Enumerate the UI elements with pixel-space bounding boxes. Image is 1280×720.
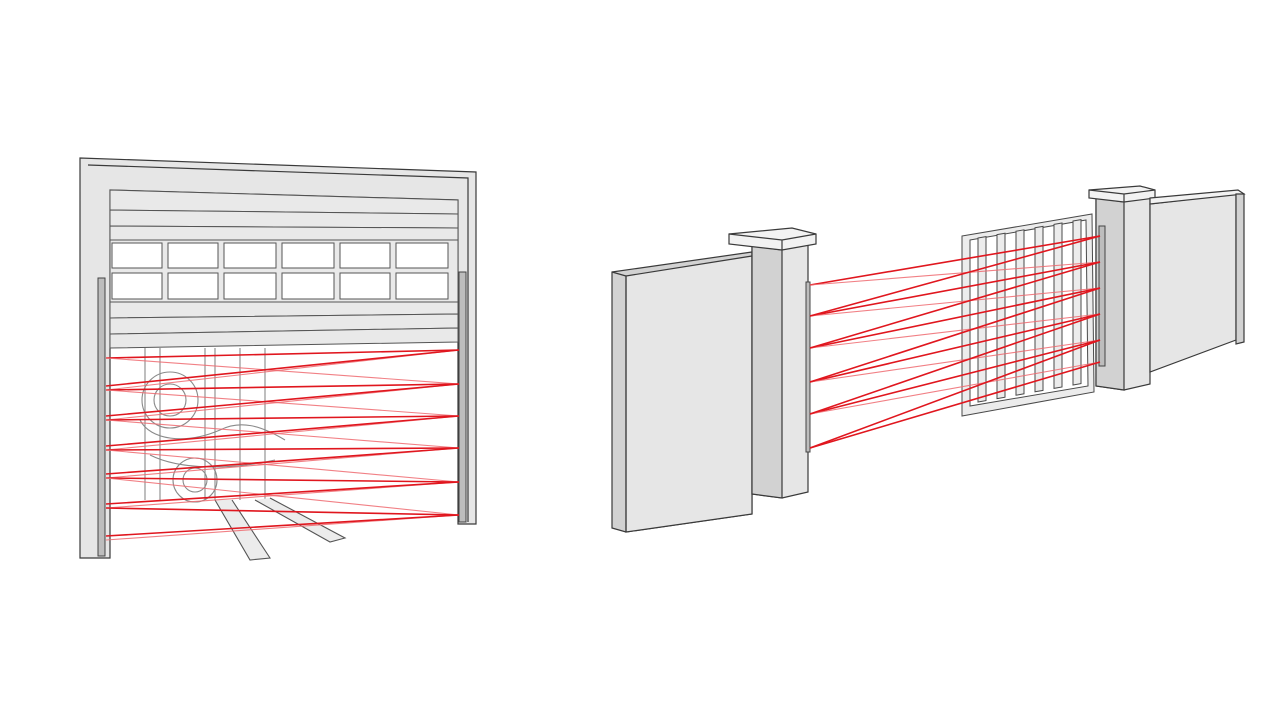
light-beam xyxy=(809,313,1101,349)
sliding-gate xyxy=(961,213,1095,417)
light-beam xyxy=(809,339,1101,449)
light-beam xyxy=(105,383,460,417)
left-sensor-post xyxy=(97,277,106,557)
light-beam xyxy=(809,235,1101,317)
light-beam xyxy=(809,261,1101,317)
light-beam xyxy=(809,313,1101,383)
door-windows xyxy=(111,242,449,300)
light-beam xyxy=(105,389,460,417)
light-beam xyxy=(105,383,460,391)
light-beam xyxy=(105,349,460,387)
light-beam xyxy=(809,287,1101,317)
roller-door-slats xyxy=(109,189,459,349)
light-beam xyxy=(105,447,460,475)
light-beam xyxy=(105,449,460,483)
light-beam xyxy=(105,415,460,421)
right-sensor-post xyxy=(458,271,467,523)
light-beam xyxy=(809,313,1101,415)
gate-bar xyxy=(1053,222,1063,389)
light-beam xyxy=(105,419,460,449)
light-beam xyxy=(809,339,1101,415)
right-wall xyxy=(1149,189,1246,373)
gate-transmitter-post xyxy=(805,281,811,453)
light-beam xyxy=(809,361,1101,415)
gate-light-beams xyxy=(809,235,1101,449)
light-beam xyxy=(105,477,460,516)
left-wall xyxy=(611,251,753,533)
light-beam xyxy=(105,514,460,537)
gate-receiver-post xyxy=(1098,225,1106,367)
light-beam xyxy=(809,287,1101,349)
light-beam xyxy=(105,481,460,505)
light-beam xyxy=(105,447,460,451)
light-beam xyxy=(809,235,1101,286)
light-beam xyxy=(809,339,1101,383)
gate-bar xyxy=(977,236,987,403)
light-beam xyxy=(105,349,460,359)
gate-scene xyxy=(611,185,1246,533)
gate-bar xyxy=(1015,229,1025,396)
light-beam xyxy=(809,287,1101,383)
light-beam xyxy=(105,415,460,447)
garage-door-scene xyxy=(79,157,477,561)
light-beam xyxy=(809,261,1101,349)
light-beam xyxy=(105,507,460,516)
gate-bar xyxy=(996,232,1006,400)
light-beam xyxy=(809,361,1101,449)
garage-light-beams xyxy=(105,349,460,541)
gate-bar xyxy=(1072,219,1082,386)
light-beam xyxy=(105,477,460,483)
left-pillar xyxy=(728,227,817,499)
light-beam xyxy=(809,261,1101,286)
light-beam xyxy=(105,357,460,385)
